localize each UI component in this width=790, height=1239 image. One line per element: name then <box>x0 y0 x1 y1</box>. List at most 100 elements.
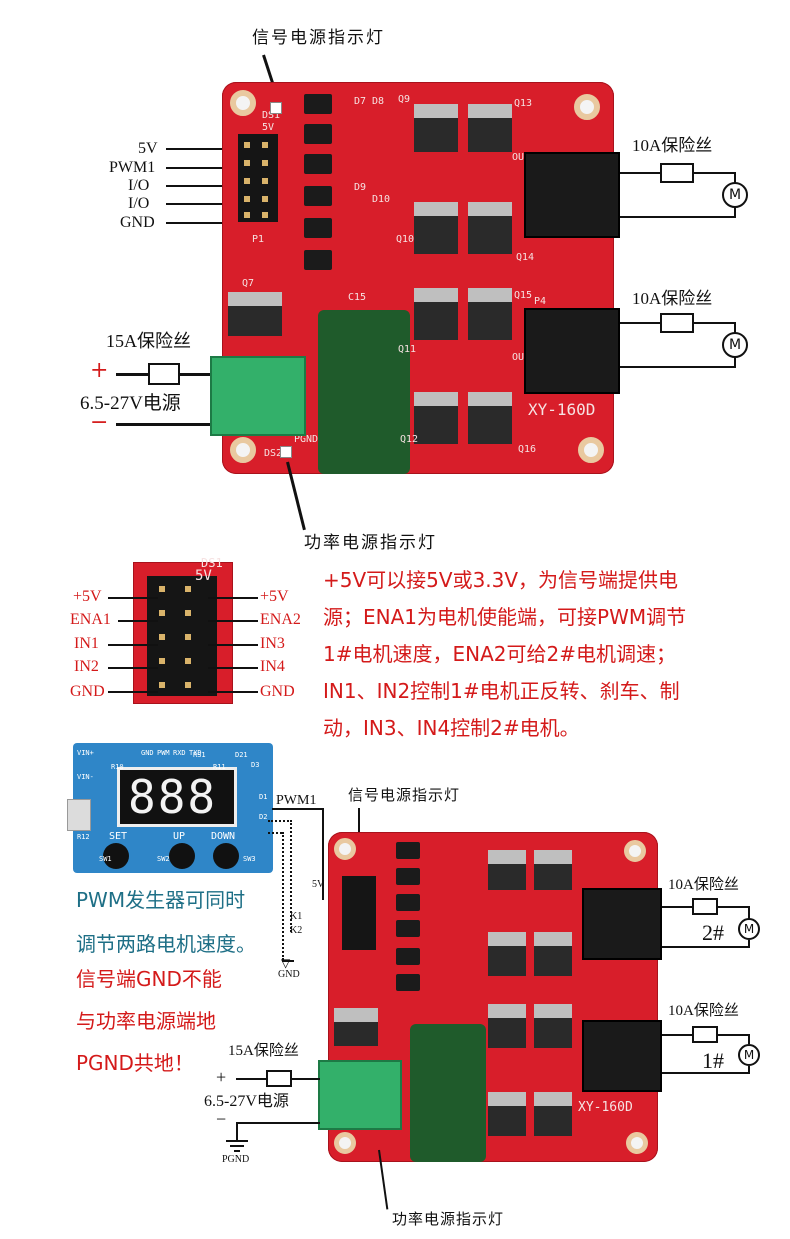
silk-pgnd: PGND <box>294 434 319 445</box>
silk-p4: P4 <box>534 296 547 307</box>
plus-sign-bottom: + <box>216 1067 227 1087</box>
motor-terminal-1 <box>524 308 620 394</box>
silk-d2: D2 <box>259 813 268 821</box>
silk-ds2: DS2 <box>264 448 283 459</box>
pwm1-label: PWM1 <box>276 793 317 808</box>
right-pin-label: GND <box>260 683 295 700</box>
up-button[interactable] <box>169 843 195 869</box>
description-line: 动，IN3、IN4控制2#电机。 <box>323 716 580 740</box>
left-pin-label: IN1 <box>74 635 99 652</box>
silk-q12: Q12 <box>400 434 419 445</box>
power-terminal <box>210 356 306 436</box>
fuse-icon <box>660 313 694 333</box>
display-digits: 888 <box>128 770 218 824</box>
fuse-out1-label-bottom: 10A保险丝 <box>668 1003 739 1019</box>
signal-led-label-bottom: 信号电源指示灯 <box>348 786 461 804</box>
description-line: IN1、IN2控制1#电机正反转、刹车、制 <box>323 679 680 703</box>
silk-txd: TXD <box>189 749 202 757</box>
silk-c15: C15 <box>348 292 367 303</box>
motor2-label: 2# <box>702 920 724 945</box>
wire-label-k2: K2 <box>290 925 303 936</box>
right-pin-label: IN4 <box>260 658 285 675</box>
silk-r11: R11 <box>213 763 226 771</box>
note-line: 与功率电源端地 <box>76 1009 216 1033</box>
silk-d8: D8 <box>372 96 385 107</box>
silk-5v: 5V <box>195 568 212 584</box>
description-line: +5V可以接5V或3.3V，为信号端提供电 <box>323 568 679 592</box>
silk-q14: Q14 <box>516 252 535 263</box>
pgnd-label: PGND <box>222 1154 250 1165</box>
right-pin-label: +5V <box>260 588 289 605</box>
power-led-label-bottom: 功率电源指示灯 <box>392 1210 505 1228</box>
description-line: 1#电机速度，ENA2可给2#电机调速； <box>323 642 676 666</box>
board-name-bottom: XY-160D <box>578 1100 633 1115</box>
silk-q10: Q10 <box>396 234 415 245</box>
silk-5v: 5V <box>262 122 275 133</box>
left-pin-label: ENA1 <box>70 611 111 628</box>
red-note: 信号端GND不能 与功率电源端地 PGND共地！ <box>76 958 222 1084</box>
fuse-in-label-bottom: 15A保险丝 <box>228 1043 299 1059</box>
silk-q7: Q7 <box>242 278 255 289</box>
motor1-label: 1# <box>702 1048 724 1073</box>
board-name: XY-160D <box>528 400 596 419</box>
right-pin-label: ENA2 <box>260 611 301 628</box>
pin-label: PWM1 <box>109 159 156 176</box>
down-button[interactable] <box>213 843 239 869</box>
silk-gnd: GND <box>141 749 154 757</box>
silk-rxd: RXD <box>173 749 186 757</box>
motor-icon: M <box>722 332 748 358</box>
left-pin-label: +5V <box>73 588 102 605</box>
right-pin-label: IN3 <box>260 635 285 652</box>
pin-label: GND <box>120 214 155 231</box>
silk-d7: D7 <box>354 96 367 107</box>
silk-vin-minus: VIN- <box>77 773 94 781</box>
left-pin-label: GND <box>70 683 105 700</box>
header-closeup: 5V DS1 <box>133 556 233 704</box>
set-button[interactable] <box>103 843 129 869</box>
mount-hole <box>230 437 256 463</box>
silk-sw3: SW3 <box>243 855 256 863</box>
pin-description: +5V可以接5V或3.3V，为信号端提供电 源；ENA1为电机使能端，可接PWM… <box>323 562 686 747</box>
motor-icon: M <box>722 182 748 208</box>
supply-label-bottom: 6.5-27V电源 <box>204 1093 289 1110</box>
silk-r12: R12 <box>77 833 90 841</box>
pin-label: I/O <box>128 195 150 212</box>
silk-rs1: RS1 <box>193 751 206 759</box>
pin-label: I/O <box>128 177 150 194</box>
silk-q11: Q11 <box>398 344 417 355</box>
seven-segment-display: 888 <box>117 767 237 827</box>
silk-sw2: SW2 <box>157 855 170 863</box>
ground-symbol <box>226 1140 248 1142</box>
power-led-label: 功率电源指示灯 <box>304 533 437 553</box>
fuse-out1-label: 10A保险丝 <box>632 289 713 308</box>
btn-set-label: SET <box>109 831 128 842</box>
status-led <box>270 102 282 114</box>
fuse-in-label: 15A保险丝 <box>106 331 191 351</box>
supply-label: 6.5-27V电源 <box>80 393 181 414</box>
status-led <box>280 446 292 458</box>
wire-label-k1: K1 <box>290 911 303 922</box>
silk-d9: D9 <box>354 182 367 193</box>
silk-q16: Q16 <box>518 444 537 455</box>
gnd-label: GND <box>278 969 300 980</box>
silk-d10: D10 <box>372 194 391 205</box>
silk-ds1: DS1 <box>262 110 281 121</box>
note-line: 信号端GND不能 <box>76 967 222 991</box>
pin-label: 5V <box>138 140 158 157</box>
pwm-generator-module: 888 SET UP DOWN VIN+ VIN- GND PWM RXD TX… <box>67 743 273 873</box>
fuse-out2-label-bottom: 10A保险丝 <box>668 877 739 893</box>
silk-p1: P1 <box>252 234 265 245</box>
silk-ds1: DS1 <box>201 556 223 570</box>
note-line: PGND共地！ <box>76 1051 194 1075</box>
silk-d21: D21 <box>235 751 248 759</box>
silk-r10: R10 <box>111 763 124 771</box>
mount-hole <box>578 437 604 463</box>
motor-terminal-2 <box>524 152 620 238</box>
teal-note: PWM发生器可同时 调节两路电机速度。 <box>76 878 256 966</box>
fuse-icon <box>660 163 694 183</box>
fuse-out2-label: 10A保险丝 <box>632 136 713 155</box>
description-line: 源；ENA1为电机使能端，可接PWM调节 <box>323 605 687 629</box>
electrolytic-capacitor <box>318 310 410 474</box>
gnd-symbol: ▽ <box>281 956 291 970</box>
left-pin-label: IN2 <box>74 658 99 675</box>
